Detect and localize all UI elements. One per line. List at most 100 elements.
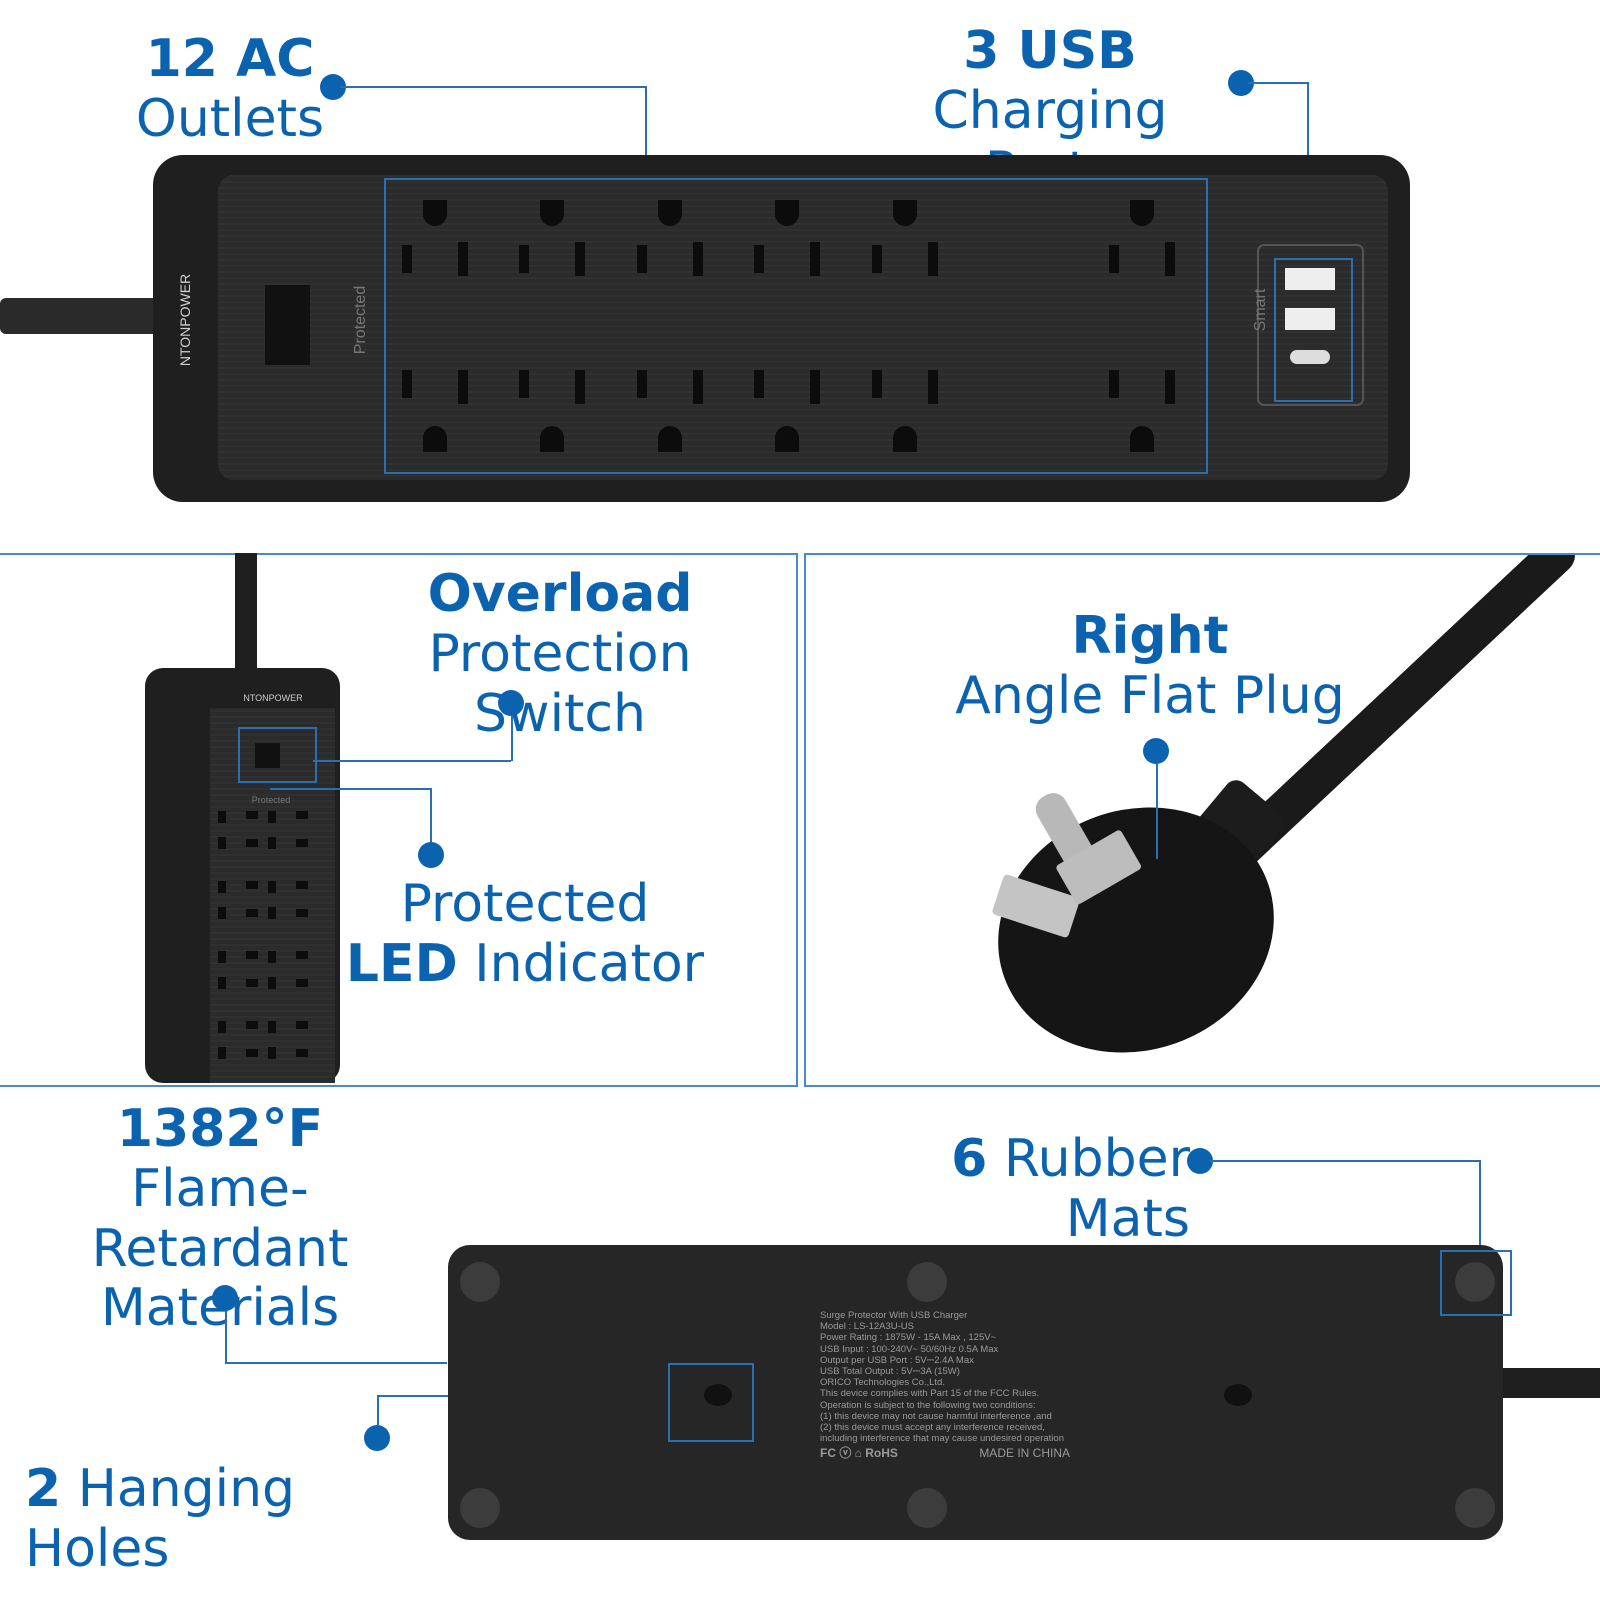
power-strip-vertical-view: NTONPOWER Protected [145, 553, 340, 1083]
ac-outlet [637, 200, 703, 276]
vertical-ac-outlet [268, 881, 308, 919]
highlight-hanging-hole [668, 1363, 754, 1442]
vertical-ac-outlet [268, 1021, 308, 1059]
label-mats-text: Rubber Mats [987, 1129, 1190, 1249]
callout-dot-flame [212, 1285, 238, 1311]
back-label-line: ORICO Technologies Co.,Ltd. [820, 1377, 945, 1389]
highlight-ac-outlets [384, 178, 1208, 474]
plug-blade-1 [992, 874, 1080, 938]
ac-outlet [872, 200, 938, 276]
back-label-line: including interference that may cause un… [820, 1433, 1064, 1445]
vertical-cord [235, 553, 257, 673]
label-flame-bold: 1382°F [116, 1099, 324, 1159]
ac-outlet [519, 370, 585, 452]
label-mats: 6 Rubber Mats [830, 1129, 1190, 1250]
usb-frame [1257, 244, 1364, 406]
ac-outlet [1109, 200, 1175, 276]
callout-line-holes-v [377, 1395, 379, 1425]
callout-line-flame-h [225, 1362, 447, 1364]
ac-outlets [402, 200, 1175, 452]
smart-text: Smart [1252, 288, 1269, 331]
label-led-line2: LED Indicator [340, 933, 710, 995]
power-strip-top-view: NTONPOWER Protected Smart [0, 155, 1410, 502]
highlight-switch [238, 727, 317, 783]
hanging-hole-2 [1224, 1384, 1252, 1406]
label-overload-text: Protection Switch [428, 623, 692, 744]
label-holes-bold: 2 [25, 1459, 62, 1519]
callout-line-ac-v [645, 86, 647, 178]
rubber-mat-2 [907, 1262, 947, 1302]
usb-c-port [1290, 350, 1330, 364]
label-mats-bold: 6 [951, 1129, 988, 1189]
callout-line-overload-h [313, 760, 511, 762]
ac-outlet [754, 370, 820, 452]
ac-outlet [637, 370, 703, 452]
label-ac-text: Outlets [135, 88, 325, 149]
label-ac-count: 12 AC [145, 29, 315, 89]
ac-outlet [519, 200, 585, 276]
back-label-line: USB Input : 100-240V~ 50/60Hz 0.5A Max [820, 1343, 999, 1355]
back-label-line: Model : LS-12A3U-US [820, 1321, 914, 1333]
label-overload-bold: Overload [427, 564, 693, 624]
panel-overload [0, 553, 798, 1087]
label-ac-outlets: 12 AC Outlets [130, 29, 330, 150]
callout-line-overload-v [511, 716, 513, 761]
ac-outlet [1109, 370, 1175, 452]
vertical-ac-outlet [218, 951, 258, 989]
ac-outlet [402, 200, 468, 276]
back-label-line: (1) this device may not cause harmful in… [820, 1410, 1052, 1422]
label-led-bold: LED [345, 933, 458, 994]
callout-dot-overload [498, 690, 524, 716]
vertical-ac-outlet [218, 1021, 258, 1059]
made-in-text: MADE IN CHINA [979, 1446, 1070, 1461]
callout-dot-mats [1187, 1148, 1213, 1174]
flat-plug-image [992, 555, 1575, 1053]
rubber-mat-5 [907, 1488, 947, 1528]
label-led: Protected LED Indicator [340, 874, 710, 995]
protected-text: Protected [352, 286, 369, 354]
ac-outlet [872, 370, 938, 452]
back-label-line: USB Total Output : 5V⎓3A (15W) [820, 1366, 960, 1378]
hanging-hole-1 [704, 1384, 732, 1406]
label-flame-line2: Flame-Retardant [91, 1158, 349, 1279]
label-plug-bold: Right [1071, 606, 1229, 666]
vertical-switch [255, 743, 280, 768]
callout-line-led-v [430, 788, 432, 848]
vertical-ac-outlet [268, 811, 308, 849]
vertical-outlets [218, 811, 308, 1059]
back-label-line: Surge Protector With USB Charger [820, 1310, 968, 1321]
cert-marks: FC ⓥ ⌂ RoHS [820, 1446, 898, 1461]
back-label-footer: FC ⓥ ⌂ RoHS MADE IN CHINA [820, 1446, 1070, 1461]
label-usb-count: 3 USB [963, 21, 1137, 81]
back-label-line: Power Rating : 1875W - 15A Max , 125V~ [820, 1332, 997, 1344]
power-cord [0, 298, 160, 334]
vertical-ac-outlet [268, 951, 308, 989]
vertical-brand: NTONPOWER [243, 693, 303, 703]
callout-line-flame-v [225, 1311, 227, 1363]
panel-plug [804, 553, 1600, 1087]
back-label-line: (2) this device must accept any interfer… [820, 1422, 1045, 1434]
vertical-face [210, 708, 335, 1083]
label-plug: Right Angle Flat Plug [955, 606, 1345, 727]
rubber-mat-6 [1455, 1488, 1495, 1528]
bottom-body [448, 1245, 1503, 1540]
ac-outlet [754, 200, 820, 276]
label-led-line1: Protected [400, 874, 650, 934]
plug-cord [1217, 555, 1575, 874]
label-holes: 2 Hanging Holes [25, 1459, 445, 1580]
callout-line-led-h [270, 788, 430, 790]
callout-dot-led [418, 842, 444, 868]
label-plug-text: Angle Flat Plug [955, 665, 1345, 726]
back-label-line: Output per USB Port : 5V⎓2.4A Max [820, 1354, 974, 1366]
switch [265, 285, 310, 365]
callout-line-plug-v [1156, 764, 1158, 859]
back-label-line: Operation is subject to the following tw… [820, 1399, 1036, 1411]
rubber-mat-4 [460, 1488, 500, 1528]
highlight-rubber-mat [1440, 1250, 1512, 1316]
usb-a-port-1 [1285, 268, 1335, 290]
power-strip-bottom-view [448, 1245, 1600, 1540]
label-overload: Overload Protection Switch [340, 564, 780, 744]
callout-line-ac-h [340, 86, 646, 88]
vertical-protected: Protected [252, 795, 291, 805]
